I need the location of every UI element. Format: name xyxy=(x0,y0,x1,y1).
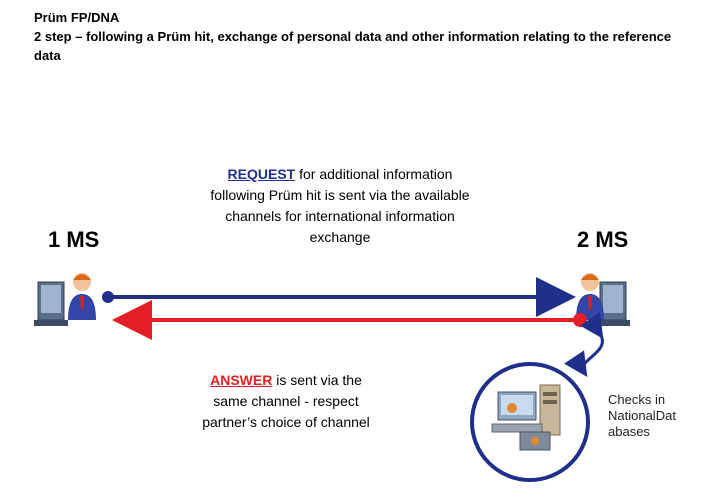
answer-description: ANSWER is sent via the same channel - re… xyxy=(176,370,396,433)
request-description: REQUEST for additional information follo… xyxy=(150,164,530,248)
request-line2: following Prüm hit is sent via the avail… xyxy=(210,187,470,203)
request-line1: for additional information xyxy=(295,166,453,182)
request-keyword: REQUEST xyxy=(227,166,296,182)
page-subtitle: 2 step – following a Prüm hit, exchange … xyxy=(34,29,672,63)
answer-arrow xyxy=(112,300,587,340)
answer-line3: partner’s choice of channel xyxy=(202,414,370,430)
ms2-label: 2 MS xyxy=(577,227,629,252)
answer-keyword: ANSWER xyxy=(210,372,273,388)
answer-line1: is sent via the xyxy=(272,372,362,388)
request-arrow xyxy=(102,277,576,317)
ms1-label: 1 MS xyxy=(48,227,100,252)
page-title: Prüm FP/DNA xyxy=(34,10,120,25)
database-icon xyxy=(470,362,590,482)
database-line2: NationalDat xyxy=(608,408,676,423)
request-line3: channels for international information xyxy=(225,208,455,224)
database-link-arrow xyxy=(564,312,604,378)
request-line4: exchange xyxy=(309,229,371,245)
answer-line2: same channel - respect xyxy=(213,393,359,409)
database-line1: Checks in xyxy=(608,392,666,407)
user-left-icon xyxy=(34,273,96,326)
database-caption: Checks in NationalDat abases xyxy=(608,392,698,440)
database-line3: abases xyxy=(608,424,650,439)
